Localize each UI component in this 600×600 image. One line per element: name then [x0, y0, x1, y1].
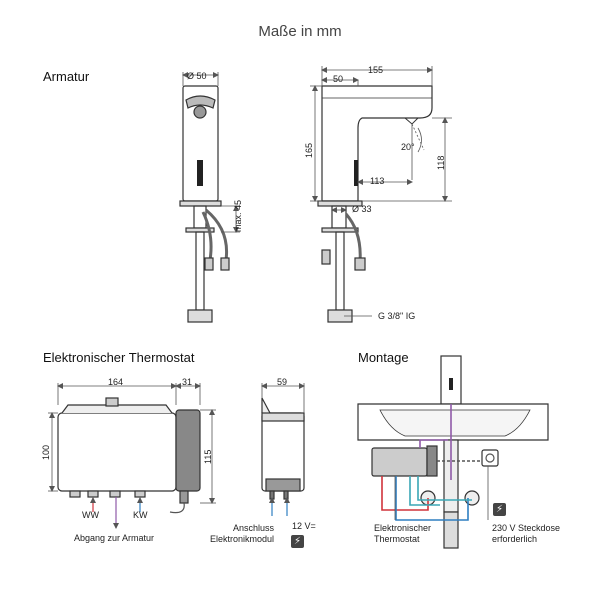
dim-max-45: max. 45	[233, 199, 243, 232]
lightning-bolt-icon: ⚡	[291, 535, 304, 548]
dim-thermo-31: 31	[182, 377, 193, 387]
dim-front-diameter: Ø 50	[187, 71, 207, 81]
dim-side-155: 155	[368, 65, 384, 75]
dim-side-angle: 20°	[401, 142, 415, 152]
montage-pipes	[381, 404, 482, 521]
dim-thermo-115: 115	[203, 449, 213, 464]
label-socket-1: 230 V Steckdose	[492, 523, 561, 533]
section-thermostat: Elektronischer Thermostat	[43, 350, 195, 365]
label-montage-thermo-1: Elektronischer	[374, 523, 432, 533]
dim-side-165: 165	[304, 142, 314, 158]
dim-connection-thread: G 3/8" IG	[378, 311, 416, 321]
dim-side-113: 113	[370, 176, 385, 186]
label-anschluss-1: Anschluss	[232, 523, 274, 533]
thermostat-front-dimensions	[48, 383, 216, 504]
label-anschluss-2: Elektronikmodul	[209, 534, 274, 544]
section-armatur: Armatur	[43, 69, 90, 84]
montage-lightning-bolt-icon: ⚡	[493, 503, 506, 516]
thermostat-side-dimensions	[261, 383, 305, 516]
faucet-front-dimensions	[182, 72, 240, 233]
thermostat-front-view	[57, 397, 201, 514]
montage-leaders	[394, 466, 489, 520]
label-abgang: Abgang zur Armatur	[74, 533, 155, 543]
thermostat-side-view	[261, 397, 305, 500]
label-socket-2: erforderlich	[492, 534, 538, 544]
faucet-side-view	[317, 85, 433, 323]
montage-view	[357, 355, 549, 549]
faucet-front-view	[179, 85, 230, 323]
faucet-side-dimensions	[310, 66, 452, 317]
label-voltage: 12 V=	[292, 521, 316, 531]
page-title: Maße in mm	[258, 23, 342, 40]
thermostat-connection-arrows	[90, 497, 143, 529]
dim-side-118: 118	[436, 155, 446, 170]
label-montage-thermo-2: Thermostat	[374, 534, 420, 544]
dim-thermo-164: 164	[108, 377, 124, 387]
dim-side-33: Ø 33	[352, 204, 372, 214]
section-montage: Montage	[358, 350, 409, 365]
dim-side-50: 50	[333, 74, 344, 84]
label-ww: WW	[82, 510, 99, 520]
label-kw: KW	[133, 510, 148, 520]
dim-thermo-59: 59	[277, 377, 288, 387]
dim-thermo-100: 100	[41, 444, 51, 460]
